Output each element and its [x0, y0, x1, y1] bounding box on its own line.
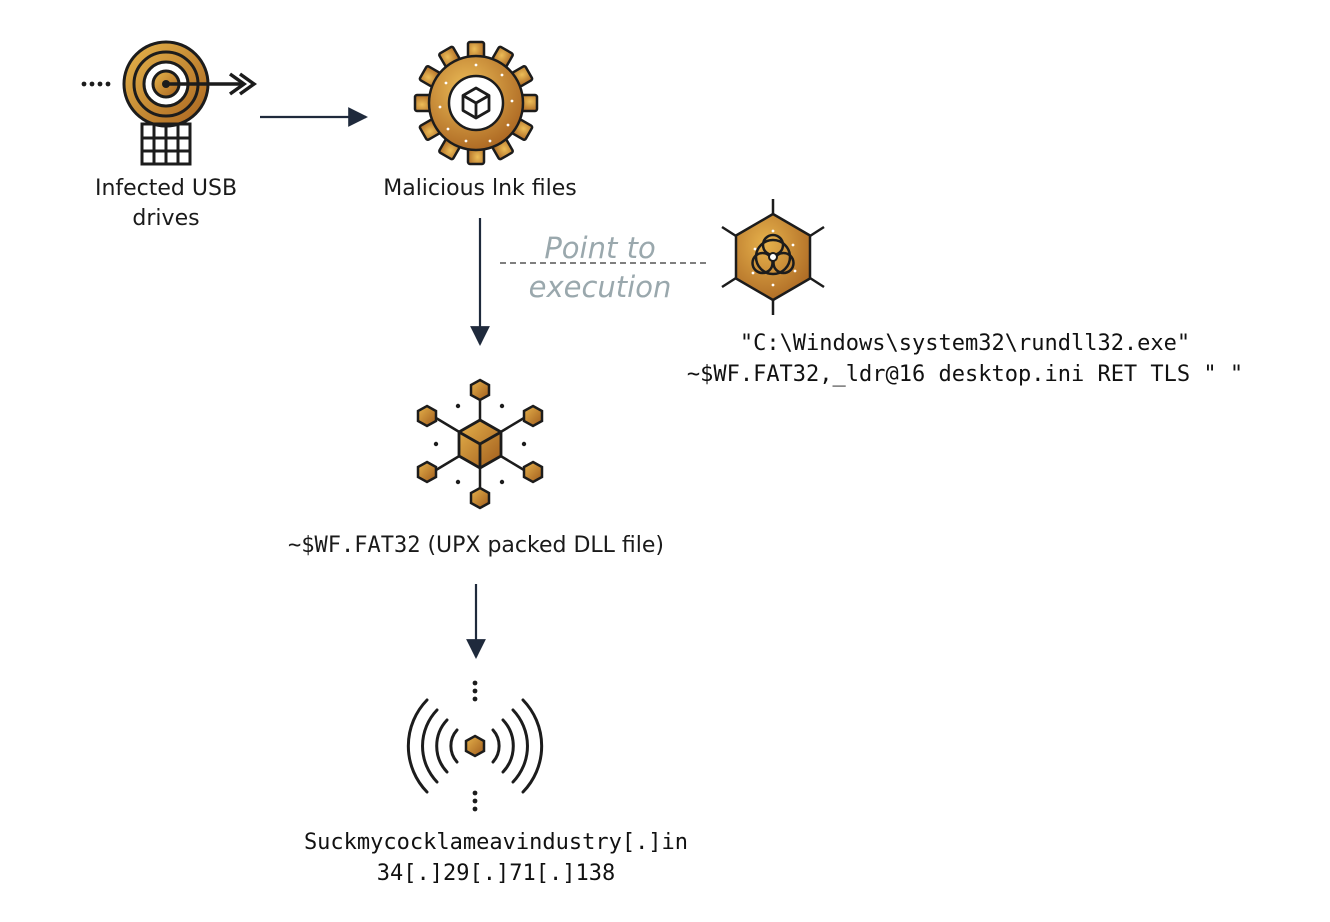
usb-label-line1: Infected USB — [94, 176, 238, 201]
annotation-line2: execution — [528, 270, 672, 304]
command-line2: ~$WF.FAT32,_ldr@16 desktop.ini RET TLS "… — [686, 362, 1244, 387]
dll-label-description: (UPX packed DLL file) — [420, 533, 664, 558]
wireless-signal-icon — [406, 680, 544, 812]
c2-ip: 34[.]29[.]71[.]138 — [376, 861, 616, 886]
target-usb-icon — [81, 40, 258, 166]
dll-label-filename: ~$WF.FAT32 — [288, 533, 421, 558]
command-line1: "C:\Windows\system32\rundll32.exe" — [739, 331, 1191, 356]
dll-label: ~$WF.FAT32 (UPX packed DLL file) — [226, 531, 726, 561]
hexagon-network-icon — [416, 378, 544, 510]
biohazard-hexagon-icon — [721, 199, 825, 315]
usb-label-line2: drives — [132, 206, 200, 231]
gear-cube-icon — [413, 40, 539, 166]
c2-domain: Suckmycocklameavindustry[.]in — [303, 830, 689, 855]
lnk-label: Malicious lnk files — [383, 176, 577, 201]
annotation-line1: Point to — [544, 231, 656, 265]
